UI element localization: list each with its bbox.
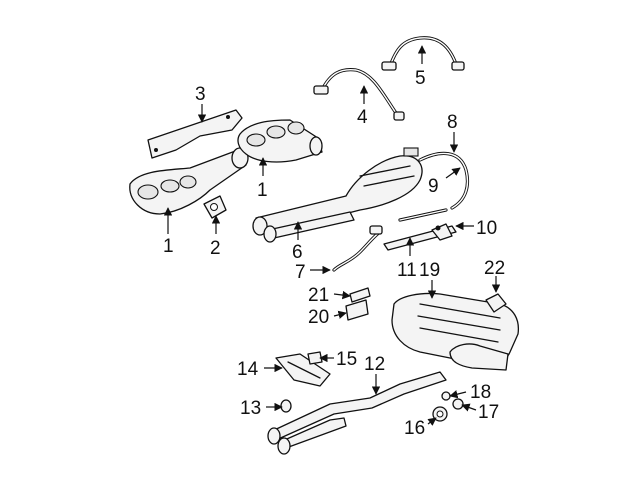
- tailpipe-tip-part-22: [485, 293, 507, 313]
- front-pipe-part-6: [252, 147, 423, 243]
- callout-13: 13: [240, 398, 261, 419]
- callout-5: 5: [415, 68, 426, 89]
- callout-22: 22: [484, 258, 505, 279]
- callout-1-right: 1: [257, 180, 268, 201]
- bracket-part-20: [345, 299, 369, 321]
- callout-20: 20: [308, 307, 329, 328]
- heat-shield-part-3: [147, 109, 243, 159]
- exhaust-manifold-left: [129, 147, 249, 215]
- oxygen-sensor-part-8-9: [398, 151, 470, 222]
- callout-17: 17: [478, 402, 499, 423]
- hanger-part-21: [349, 287, 371, 303]
- callout-3: 3: [195, 84, 206, 105]
- callout-6: 6: [292, 242, 303, 263]
- callout-11: 11: [397, 260, 417, 281]
- callout-9: 9: [428, 176, 439, 197]
- callout-12: 12: [364, 354, 385, 375]
- callout-21: 21: [308, 285, 329, 306]
- oxygen-sensor-part-5: [381, 36, 465, 71]
- intermediate-pipe-part-12: [267, 371, 447, 455]
- callout-18: 18: [470, 382, 491, 403]
- exhaust-manifold-right: [237, 119, 323, 163]
- callout-8: 8: [447, 112, 458, 133]
- bracket-part-10-11: [383, 223, 457, 251]
- heat-shield-part-14: [275, 353, 331, 387]
- gasket-part-2: [203, 195, 227, 219]
- oxygen-sensor-part-7: [332, 225, 383, 272]
- callout-2: 2: [210, 238, 221, 259]
- nut-part-15: [307, 351, 323, 365]
- callout-7: 7: [295, 262, 306, 283]
- callout-4: 4: [357, 107, 368, 128]
- callout-1-left: 1: [163, 236, 174, 257]
- callout-19: 19: [419, 260, 440, 281]
- callout-14: 14: [237, 359, 259, 380]
- callout-15: 15: [336, 349, 357, 370]
- gasket-part-17: [452, 398, 464, 410]
- nut-part-18: [441, 391, 451, 401]
- clip-part-13: [280, 399, 292, 413]
- muffler-part-19: [391, 292, 520, 371]
- callout-16: 16: [404, 418, 425, 439]
- oxygen-sensor-part-4: [313, 68, 405, 121]
- callout-10: 10: [476, 218, 497, 239]
